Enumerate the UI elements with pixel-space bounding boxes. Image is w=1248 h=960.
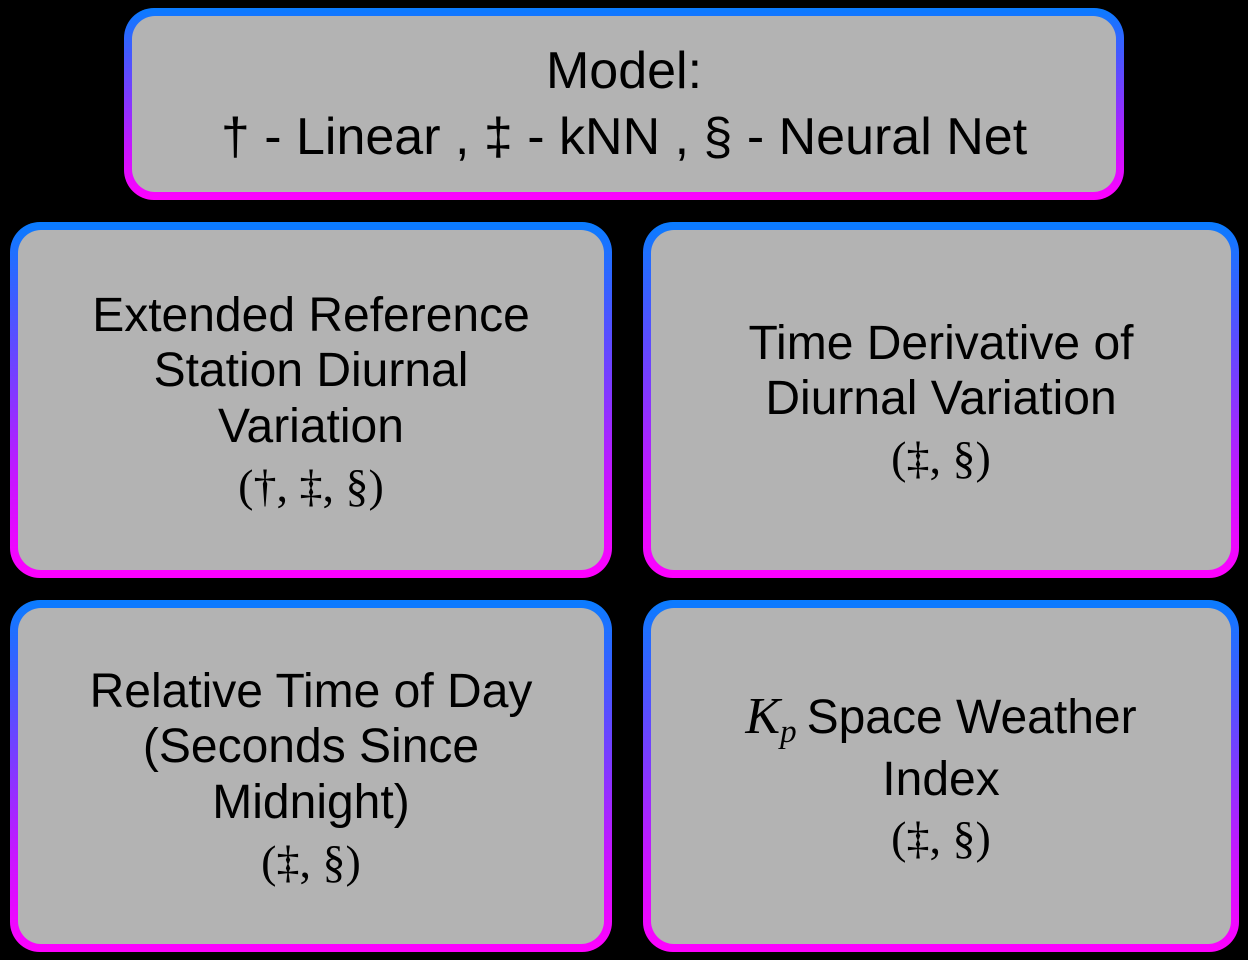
model-tags: (‡, §) (891, 812, 991, 864)
feature-line: Extended Reference (92, 288, 530, 342)
node-extended-reference-station-diurnal-variation-body: Extended Reference Station Diurnal Varia… (18, 230, 604, 570)
feature-line: Midnight) (212, 776, 410, 830)
node-time-derivative-of-diurnal-variation-body: Time Derivative of Diurnal Variation (‡,… (651, 230, 1231, 570)
kp-math-variable: K (745, 688, 781, 746)
model-tags: (†, ‡, §) (238, 459, 384, 511)
feature-line: Station Diurnal (153, 344, 469, 398)
model-tags: (‡, §) (891, 431, 991, 483)
legend-title: Model: (545, 41, 703, 100)
node-relative-time-of-day-body: Relative Time of Day (Seconds Since Midn… (18, 608, 604, 944)
node-model-legend-body: Model: † - Linear , ‡ - kNN , § - Neural… (132, 16, 1116, 192)
node-relative-time-of-day: Relative Time of Day (Seconds Since Midn… (10, 600, 612, 952)
feature-line: (Seconds Since (142, 720, 480, 774)
node-time-derivative-of-diurnal-variation: Time Derivative of Diurnal Variation (‡,… (643, 222, 1239, 578)
kp-math-subscript: p (780, 714, 797, 751)
model-tags: (‡, §) (261, 835, 361, 887)
feature-line: Variation (218, 400, 404, 454)
feature-line: Index (882, 752, 1000, 806)
node-extended-reference-station-diurnal-variation: Extended Reference Station Diurnal Varia… (10, 222, 612, 578)
feature-line: Diurnal Variation (765, 372, 1117, 426)
feature-line: Time Derivative of (748, 316, 1134, 370)
feature-line: Space Weather (806, 691, 1137, 745)
legend-entries: † - Linear , ‡ - kNN , § - Neural Net (220, 108, 1028, 166)
feature-line: Relative Time of Day (89, 664, 533, 718)
node-model-legend: Model: † - Linear , ‡ - kNN , § - Neural… (124, 8, 1124, 200)
